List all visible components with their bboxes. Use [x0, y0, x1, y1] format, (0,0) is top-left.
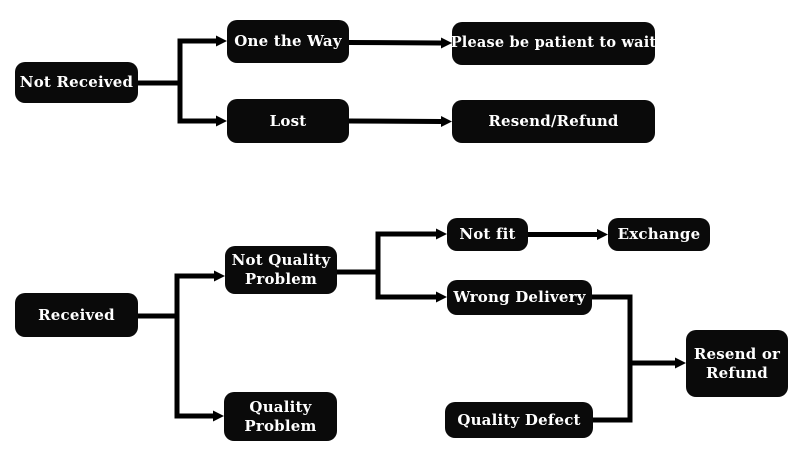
node-resend-or-refund: Resend or Refund — [686, 330, 788, 397]
node-lost: Lost — [227, 99, 349, 143]
node-not-quality-problem: Not Quality Problem — [225, 246, 337, 294]
node-wrong-delivery: Wrong Delivery — [447, 280, 592, 315]
node-one-the-way: One the Way — [227, 20, 349, 63]
node-quality-defect: Quality Defect — [445, 402, 593, 438]
node-not-fit: Not fit — [447, 218, 528, 251]
flow2-connectors — [138, 228, 686, 423]
node-exchange: Exchange — [608, 218, 710, 251]
node-received: Received — [15, 293, 138, 337]
node-quality-problem: Quality Problem — [224, 392, 337, 441]
node-please-be-patient: Please be patient to wait — [451, 22, 656, 65]
flow1-connectors — [138, 35, 452, 127]
node-not-received: Not Received — [15, 62, 138, 103]
node-resend-refund: Resend/Refund — [452, 100, 655, 143]
